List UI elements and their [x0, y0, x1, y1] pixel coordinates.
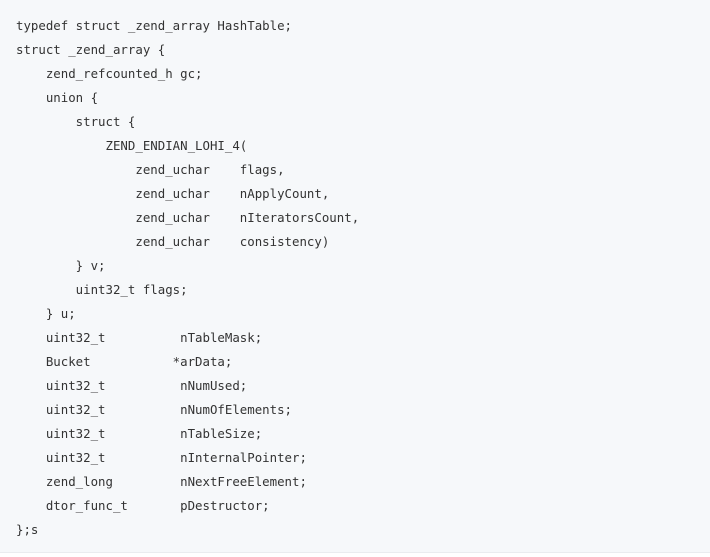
- code-line: uint32_t nInternalPointer;: [16, 450, 307, 465]
- code-line: uint32_t nTableSize;: [16, 426, 263, 441]
- code-line: zend_long nNextFreeElement;: [16, 474, 307, 489]
- code-line: uint32_t nNumOfElements;: [16, 402, 293, 417]
- code-line: dtor_func_t pDestructor;: [16, 498, 270, 513]
- code-lines: typedef struct _zend_array HashTable; st…: [16, 14, 702, 542]
- code-line: struct {: [16, 114, 136, 129]
- code-line: Bucket *arData;: [16, 354, 233, 369]
- code-line: typedef struct _zend_array HashTable;: [16, 18, 293, 33]
- code-line: zend_uchar nApplyCount,: [16, 186, 330, 201]
- code-line: union {: [16, 90, 99, 105]
- code-line: } u;: [16, 306, 76, 321]
- code-line: ZEND_ENDIAN_LOHI_4(: [16, 138, 248, 153]
- code-line: zend_refcounted_h gc;: [16, 66, 203, 81]
- code-line: zend_uchar nIteratorsCount,: [16, 210, 360, 225]
- code-line: };s: [16, 522, 39, 537]
- code-line: uint32_t flags;: [16, 282, 188, 297]
- code-line: zend_uchar flags,: [16, 162, 285, 177]
- code-line: struct _zend_array {: [16, 42, 166, 57]
- code-line: } v;: [16, 258, 106, 273]
- code-line: uint32_t nTableMask;: [16, 330, 263, 345]
- code-line: uint32_t nNumUsed;: [16, 378, 248, 393]
- code-line: zend_uchar consistency): [16, 234, 330, 249]
